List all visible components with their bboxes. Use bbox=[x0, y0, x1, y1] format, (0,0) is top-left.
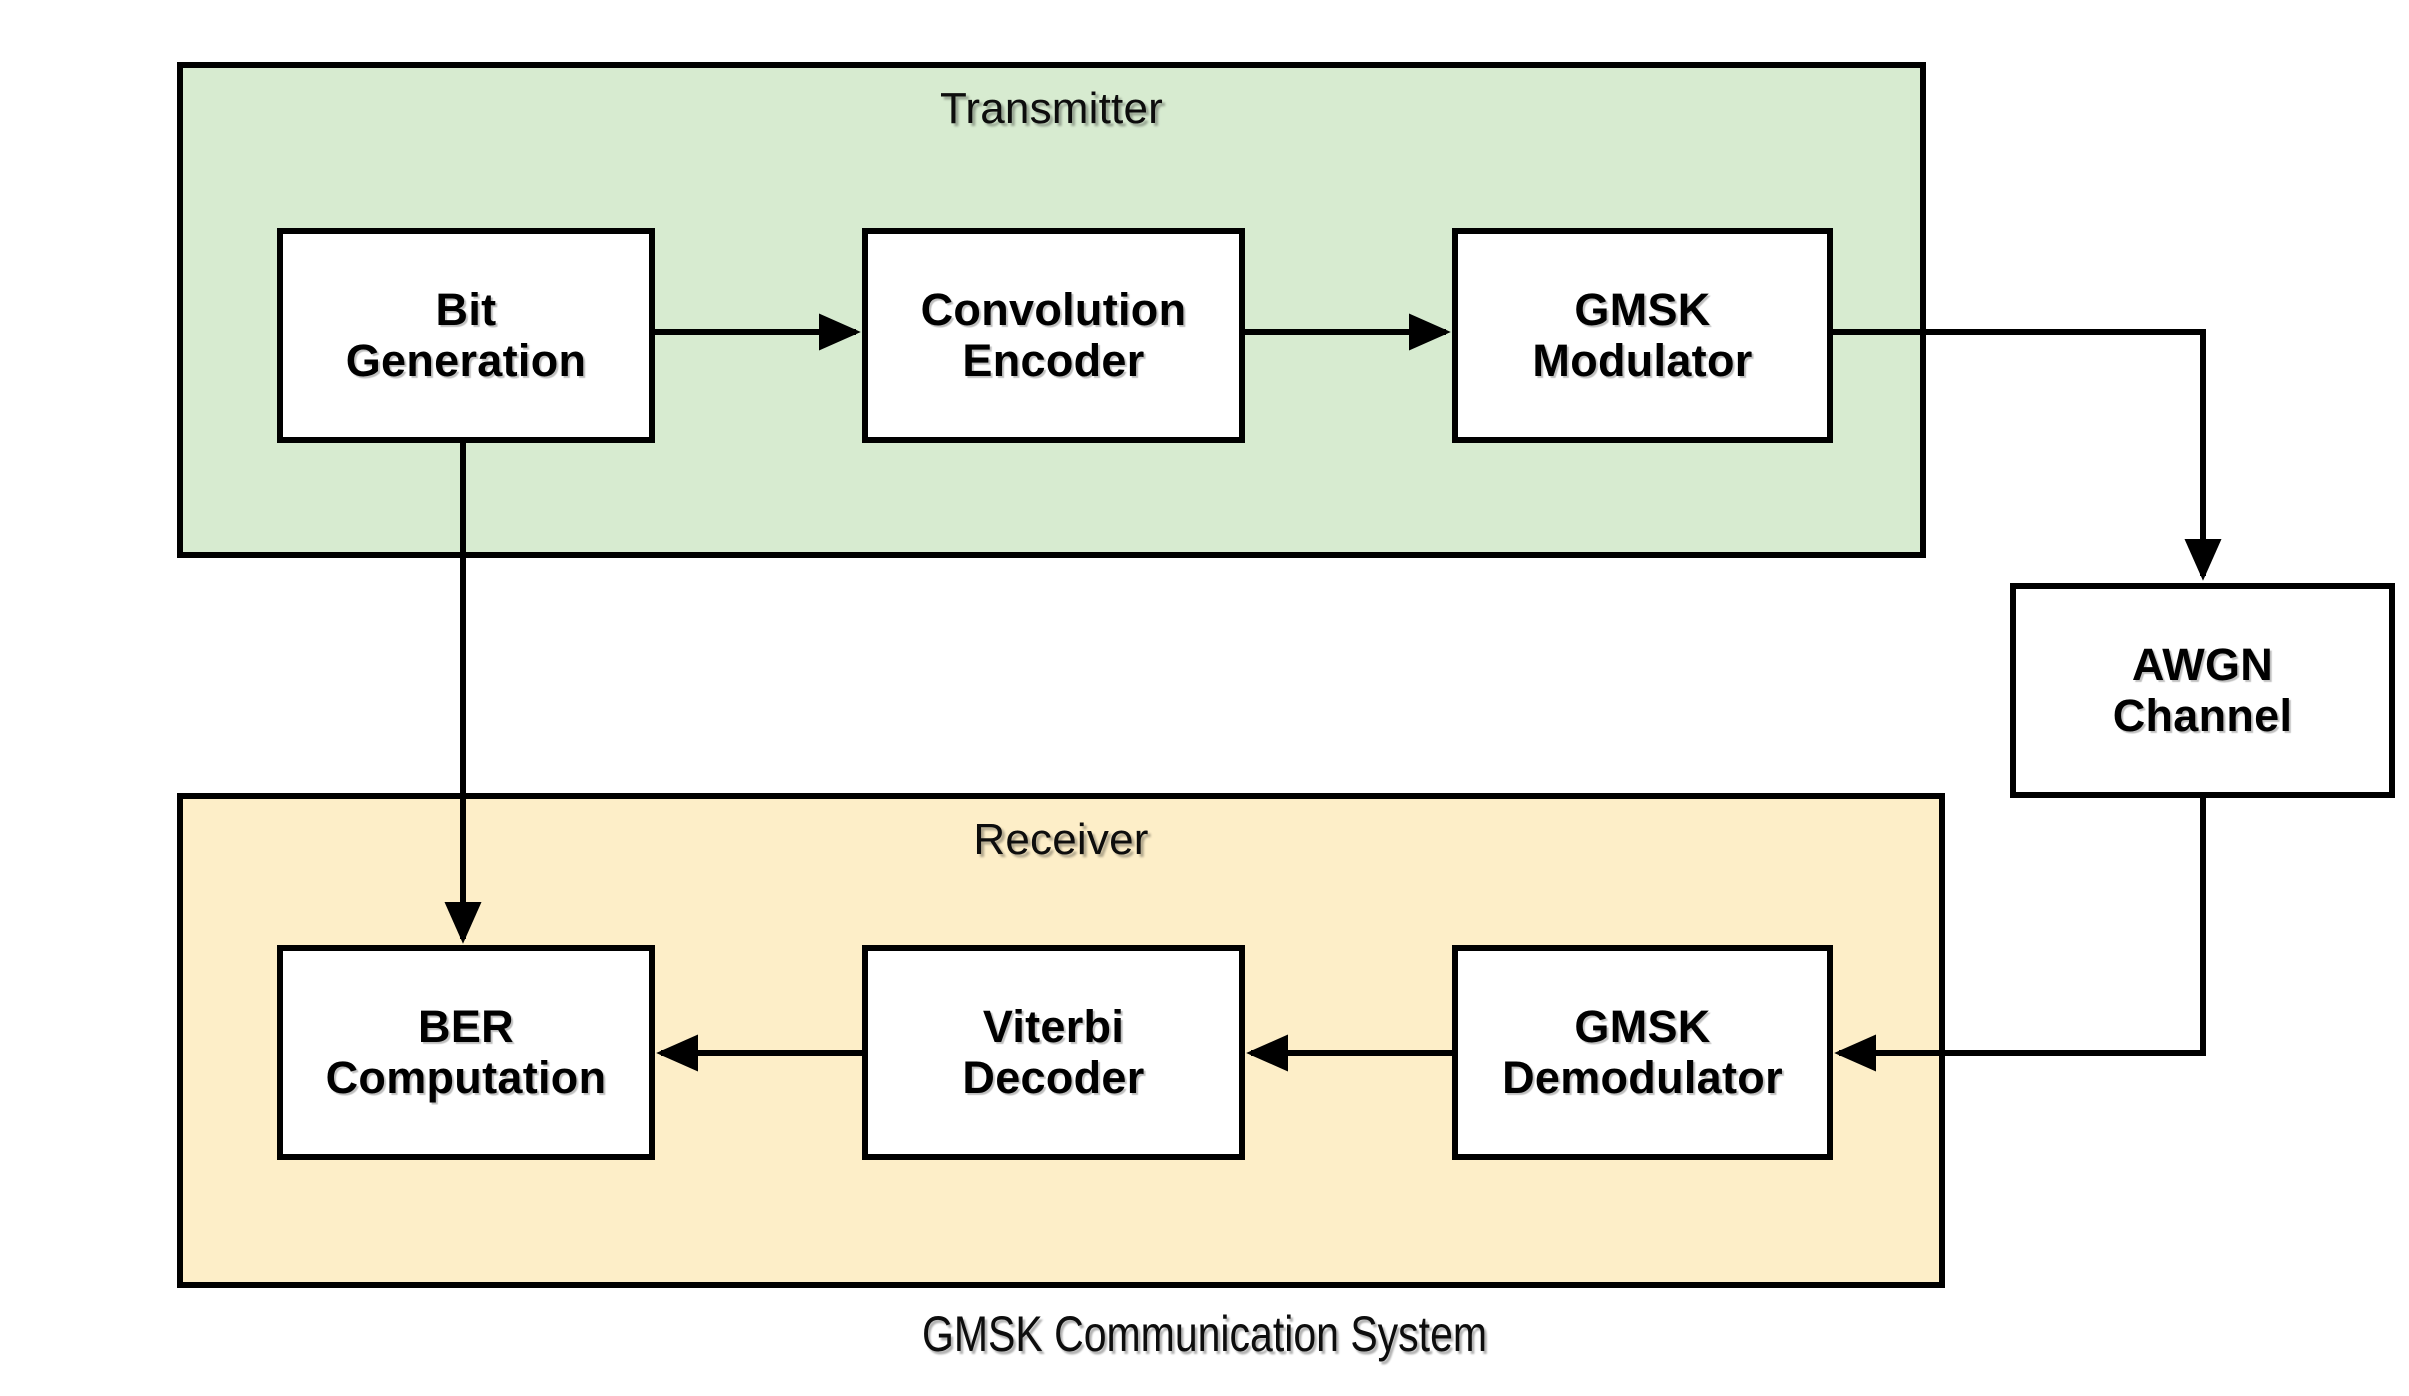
figure-caption: GMSK Communication System bbox=[921, 1306, 1488, 1362]
panel-receiver-label: Receiver bbox=[973, 815, 1149, 864]
connector-awgn-to-demodulator bbox=[1834, 798, 2206, 1072]
panel-transmitter-label: Transmitter bbox=[939, 84, 1164, 133]
connector-modulator-to-awgn bbox=[1833, 329, 2222, 581]
